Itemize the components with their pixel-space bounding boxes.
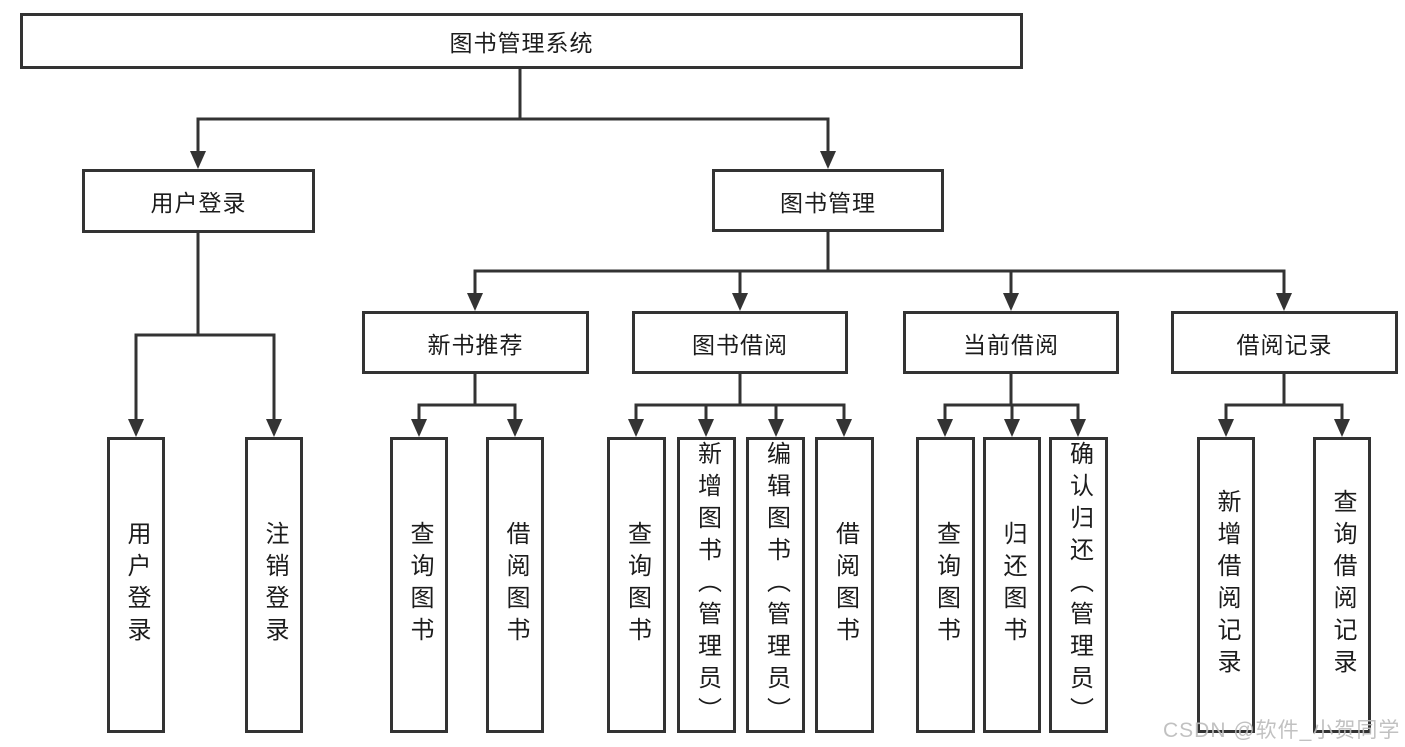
node-leaf-query-books-2: 查询图书	[607, 437, 666, 733]
leaf-label: 借阅图书	[502, 521, 529, 649]
leaf-label: 确认归还（管理员）	[1065, 441, 1093, 729]
node-current-borrow: 当前借阅	[903, 311, 1119, 374]
node-root: 图书管理系统	[20, 13, 1023, 69]
csdn-watermark: CSDN @软件_小贺同学	[1163, 719, 1401, 742]
leaf-label: 借阅图书	[831, 521, 859, 649]
node-borrow-records: 借阅记录	[1171, 311, 1398, 374]
connectors-new-book-recommend	[417, 374, 517, 421]
node-leaf-query-books-1: 查询图书	[390, 437, 448, 733]
arrowheads-user-login	[128, 419, 282, 437]
leaf-label: 查询图书	[623, 521, 651, 649]
leaf-label: 注销登录	[261, 521, 288, 649]
connectors-book-management	[473, 232, 1286, 295]
arrowheads-leaves	[411, 419, 1350, 437]
connectors-book-borrow	[634, 374, 846, 421]
node-leaf-borrow-books-2: 借阅图书	[815, 437, 874, 733]
leaf-label: 查询图书	[406, 521, 433, 649]
connectors-borrow-records	[1224, 374, 1344, 421]
leaf-label: 查询借阅记录	[1329, 489, 1356, 681]
leaf-label: 查询图书	[932, 521, 960, 649]
connectors-root-to-level2	[196, 69, 830, 153]
node-leaf-add-book-admin: 新增图书（管理员）	[677, 437, 736, 733]
node-leaf-borrow-books-1: 借阅图书	[486, 437, 544, 733]
connectors-user-login	[134, 233, 276, 421]
arrowheads-level3	[467, 293, 1292, 311]
node-leaf-add-borrow-record: 新增借阅记录	[1197, 437, 1255, 733]
node-book-management: 图书管理	[712, 169, 944, 232]
node-new-book-recommend: 新书推荐	[362, 311, 589, 374]
leaf-label: 新增图书（管理员）	[693, 441, 721, 729]
node-leaf-user-login: 用户登录	[107, 437, 165, 733]
node-leaf-return-book: 归还图书	[983, 437, 1041, 733]
node-leaf-logout: 注销登录	[245, 437, 303, 733]
node-leaf-query-borrow-record: 查询借阅记录	[1313, 437, 1371, 733]
node-leaf-edit-book-admin: 编辑图书（管理员）	[746, 437, 805, 733]
connectors-current-borrow	[943, 374, 1080, 421]
node-user-login: 用户登录	[82, 169, 315, 233]
arrowheads-level2	[190, 151, 836, 169]
leaf-label: 用户登录	[123, 521, 150, 649]
node-leaf-confirm-return-admin: 确认归还（管理员）	[1049, 437, 1108, 733]
node-book-borrow: 图书借阅	[632, 311, 848, 374]
node-leaf-query-books-3: 查询图书	[916, 437, 975, 733]
leaf-label: 编辑图书（管理员）	[762, 441, 790, 729]
leaf-label: 归还图书	[999, 521, 1026, 649]
leaf-label: 新增借阅记录	[1213, 489, 1240, 681]
